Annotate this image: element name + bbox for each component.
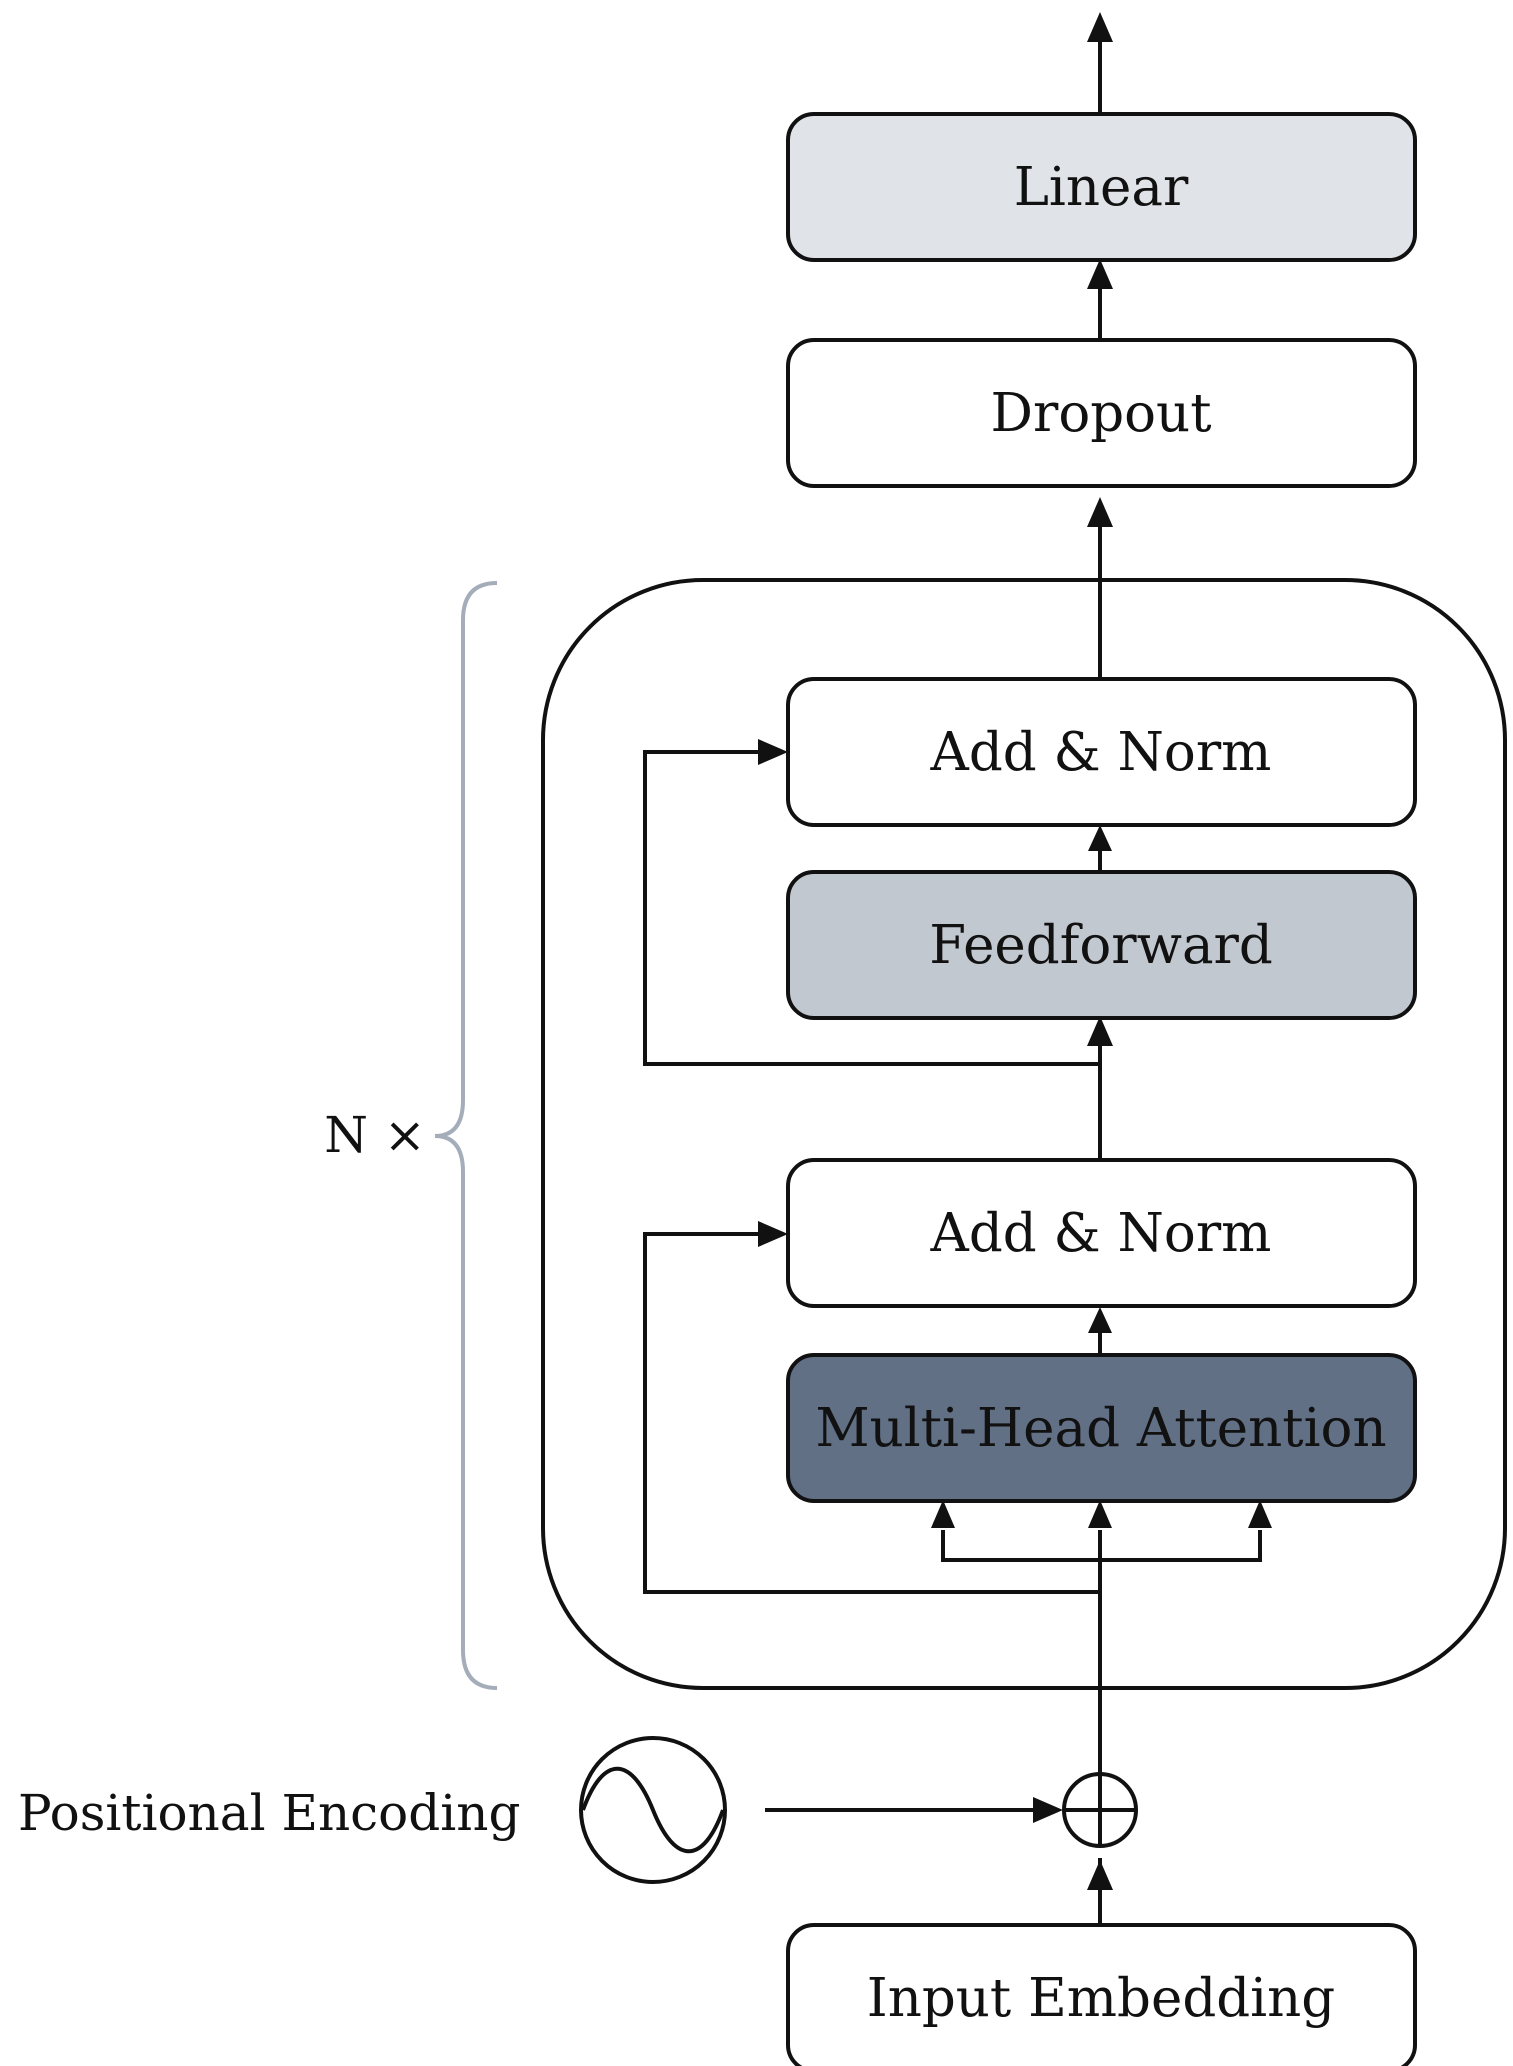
arrowhead-output [1087, 12, 1113, 42]
arrowhead-dropout [1087, 497, 1113, 527]
encoder-layer-container [541, 578, 1507, 1690]
block-multi-head-attention: Multi-Head Attention [786, 1353, 1417, 1503]
block-linear-label: Linear [1014, 157, 1189, 218]
arrowhead-residual-top [758, 739, 788, 765]
arrowhead-residual-bottom [758, 1221, 788, 1247]
block-multi-head-attention-label: Multi-Head Attention [815, 1398, 1386, 1459]
arrowhead-attention-q [931, 1500, 955, 1528]
block-input-embedding-label: Input Embedding [867, 1968, 1335, 2029]
arrowhead-attention-v [1248, 1500, 1272, 1528]
block-add-norm-bottom: Add & Norm [786, 1158, 1417, 1308]
block-linear: Linear [786, 112, 1417, 262]
positional-encoding-label: Positional Encoding [18, 1784, 520, 1842]
repeat-label: N × [324, 1106, 426, 1164]
block-input-embedding: Input Embedding [786, 1923, 1417, 2066]
arrowhead-sum-from-position [1033, 1797, 1063, 1823]
sine-wave-icon [579, 1736, 727, 1884]
block-dropout-label: Dropout [990, 383, 1211, 444]
arrowhead-add-norm-top [1088, 825, 1112, 851]
arrowhead-feedforward [1087, 1016, 1113, 1046]
arrowhead-sum-from-input [1087, 1860, 1113, 1890]
block-feedforward: Feedforward [786, 870, 1417, 1020]
block-dropout: Dropout [786, 338, 1417, 488]
block-add-norm-bottom-label: Add & Norm [930, 1203, 1272, 1264]
arrowheads [758, 12, 1272, 1890]
arrowhead-attention-k [1088, 1500, 1112, 1528]
repeat-brace [434, 581, 498, 1690]
block-add-norm-top-label: Add & Norm [930, 722, 1272, 783]
arrowhead-add-norm-bottom [1088, 1307, 1112, 1333]
block-feedforward-label: Feedforward [929, 915, 1273, 976]
arrowhead-linear [1087, 259, 1113, 289]
block-add-norm-top: Add & Norm [786, 677, 1417, 827]
plus-circle-icon [1062, 1772, 1138, 1848]
